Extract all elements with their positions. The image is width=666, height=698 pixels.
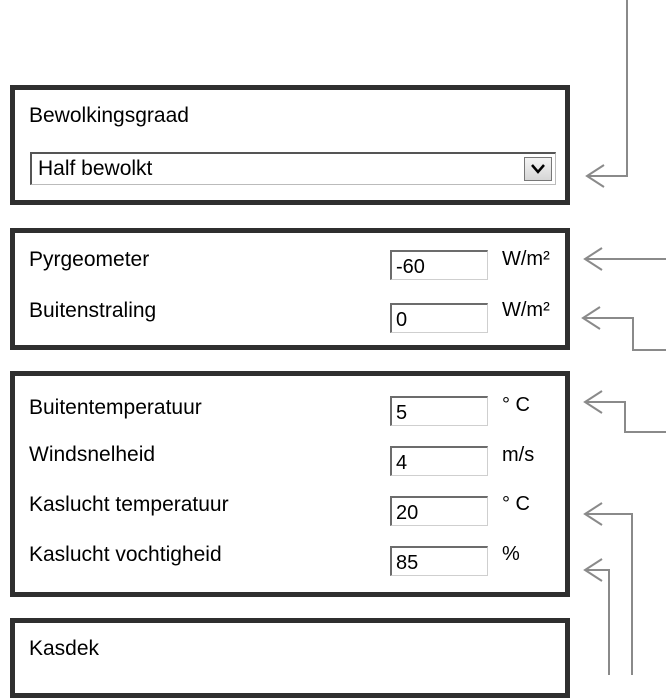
cloud-cover-title: Bewolkingsgraad bbox=[29, 104, 189, 127]
arrowhead-kaslucht-temperatuur bbox=[583, 502, 603, 526]
kaslucht-temperatuur-unit: ° C bbox=[502, 493, 530, 515]
arrow-to-buitentemperatuur bbox=[585, 401, 666, 433]
windsnelheid-input[interactable]: 4 bbox=[390, 446, 488, 476]
radiation-panel: Pyrgeometer -60 W/m² Buitenstraling 0 W/… bbox=[10, 228, 570, 350]
kaslucht-vochtigheid-input[interactable]: 85 bbox=[390, 546, 488, 576]
buitenstraling-unit: W/m² bbox=[502, 299, 550, 321]
windsnelheid-unit: m/s bbox=[502, 444, 535, 466]
buitenstraling-input[interactable]: 0 bbox=[390, 303, 488, 333]
cloud-cover-select[interactable]: Half bewolkt bbox=[30, 152, 556, 185]
buitentemperatuur-label: Buitentemperatuur bbox=[29, 396, 202, 419]
arrow-to-buitenstraling bbox=[583, 317, 666, 351]
arrow-to-kaslucht-temperatuur bbox=[585, 513, 633, 675]
pyrgeometer-input[interactable]: -60 bbox=[390, 250, 488, 280]
dropdown-button[interactable] bbox=[524, 157, 552, 181]
annotation-arrows bbox=[581, 0, 666, 675]
kaslucht-temperatuur-label: Kaslucht temperatuur bbox=[29, 493, 229, 516]
kaslucht-vochtigheid-unit: % bbox=[502, 543, 520, 565]
pyrgeometer-label: Pyrgeometer bbox=[29, 248, 150, 271]
windsnelheid-label: Windsnelheid bbox=[29, 443, 156, 466]
arrowhead-kaslucht-vochtigheid bbox=[583, 558, 603, 582]
kaslucht-vochtigheid-label: Kaslucht vochtigheid bbox=[29, 543, 222, 566]
pyrgeometer-unit: W/m² bbox=[502, 248, 550, 270]
buitentemperatuur-unit: ° C bbox=[502, 394, 530, 416]
arrow-to-kaslucht-vochtigheid bbox=[585, 569, 610, 675]
cloud-cover-select-value: Half bewolkt bbox=[38, 157, 153, 180]
arrowhead-dropdown bbox=[585, 164, 605, 188]
kasdek-title: Kasdek bbox=[29, 637, 100, 660]
arrow-to-dropdown bbox=[587, 0, 628, 177]
chevron-down-icon bbox=[531, 164, 545, 174]
buitenstraling-label: Buitenstraling bbox=[29, 299, 157, 322]
kaslucht-temperatuur-input[interactable]: 20 bbox=[390, 496, 488, 526]
cloud-cover-panel: Bewolkingsgraad Half bewolkt bbox=[10, 85, 570, 205]
buitentemperatuur-input[interactable]: 5 bbox=[390, 396, 488, 426]
climate-panel: Buitentemperatuur 5 ° C Windsnelheid 4 m… bbox=[10, 371, 570, 597]
arrowhead-buitentemperatuur bbox=[583, 390, 603, 414]
arrowhead-pyrgeometer bbox=[583, 247, 603, 271]
arrowhead-buitenstraling bbox=[581, 306, 601, 330]
